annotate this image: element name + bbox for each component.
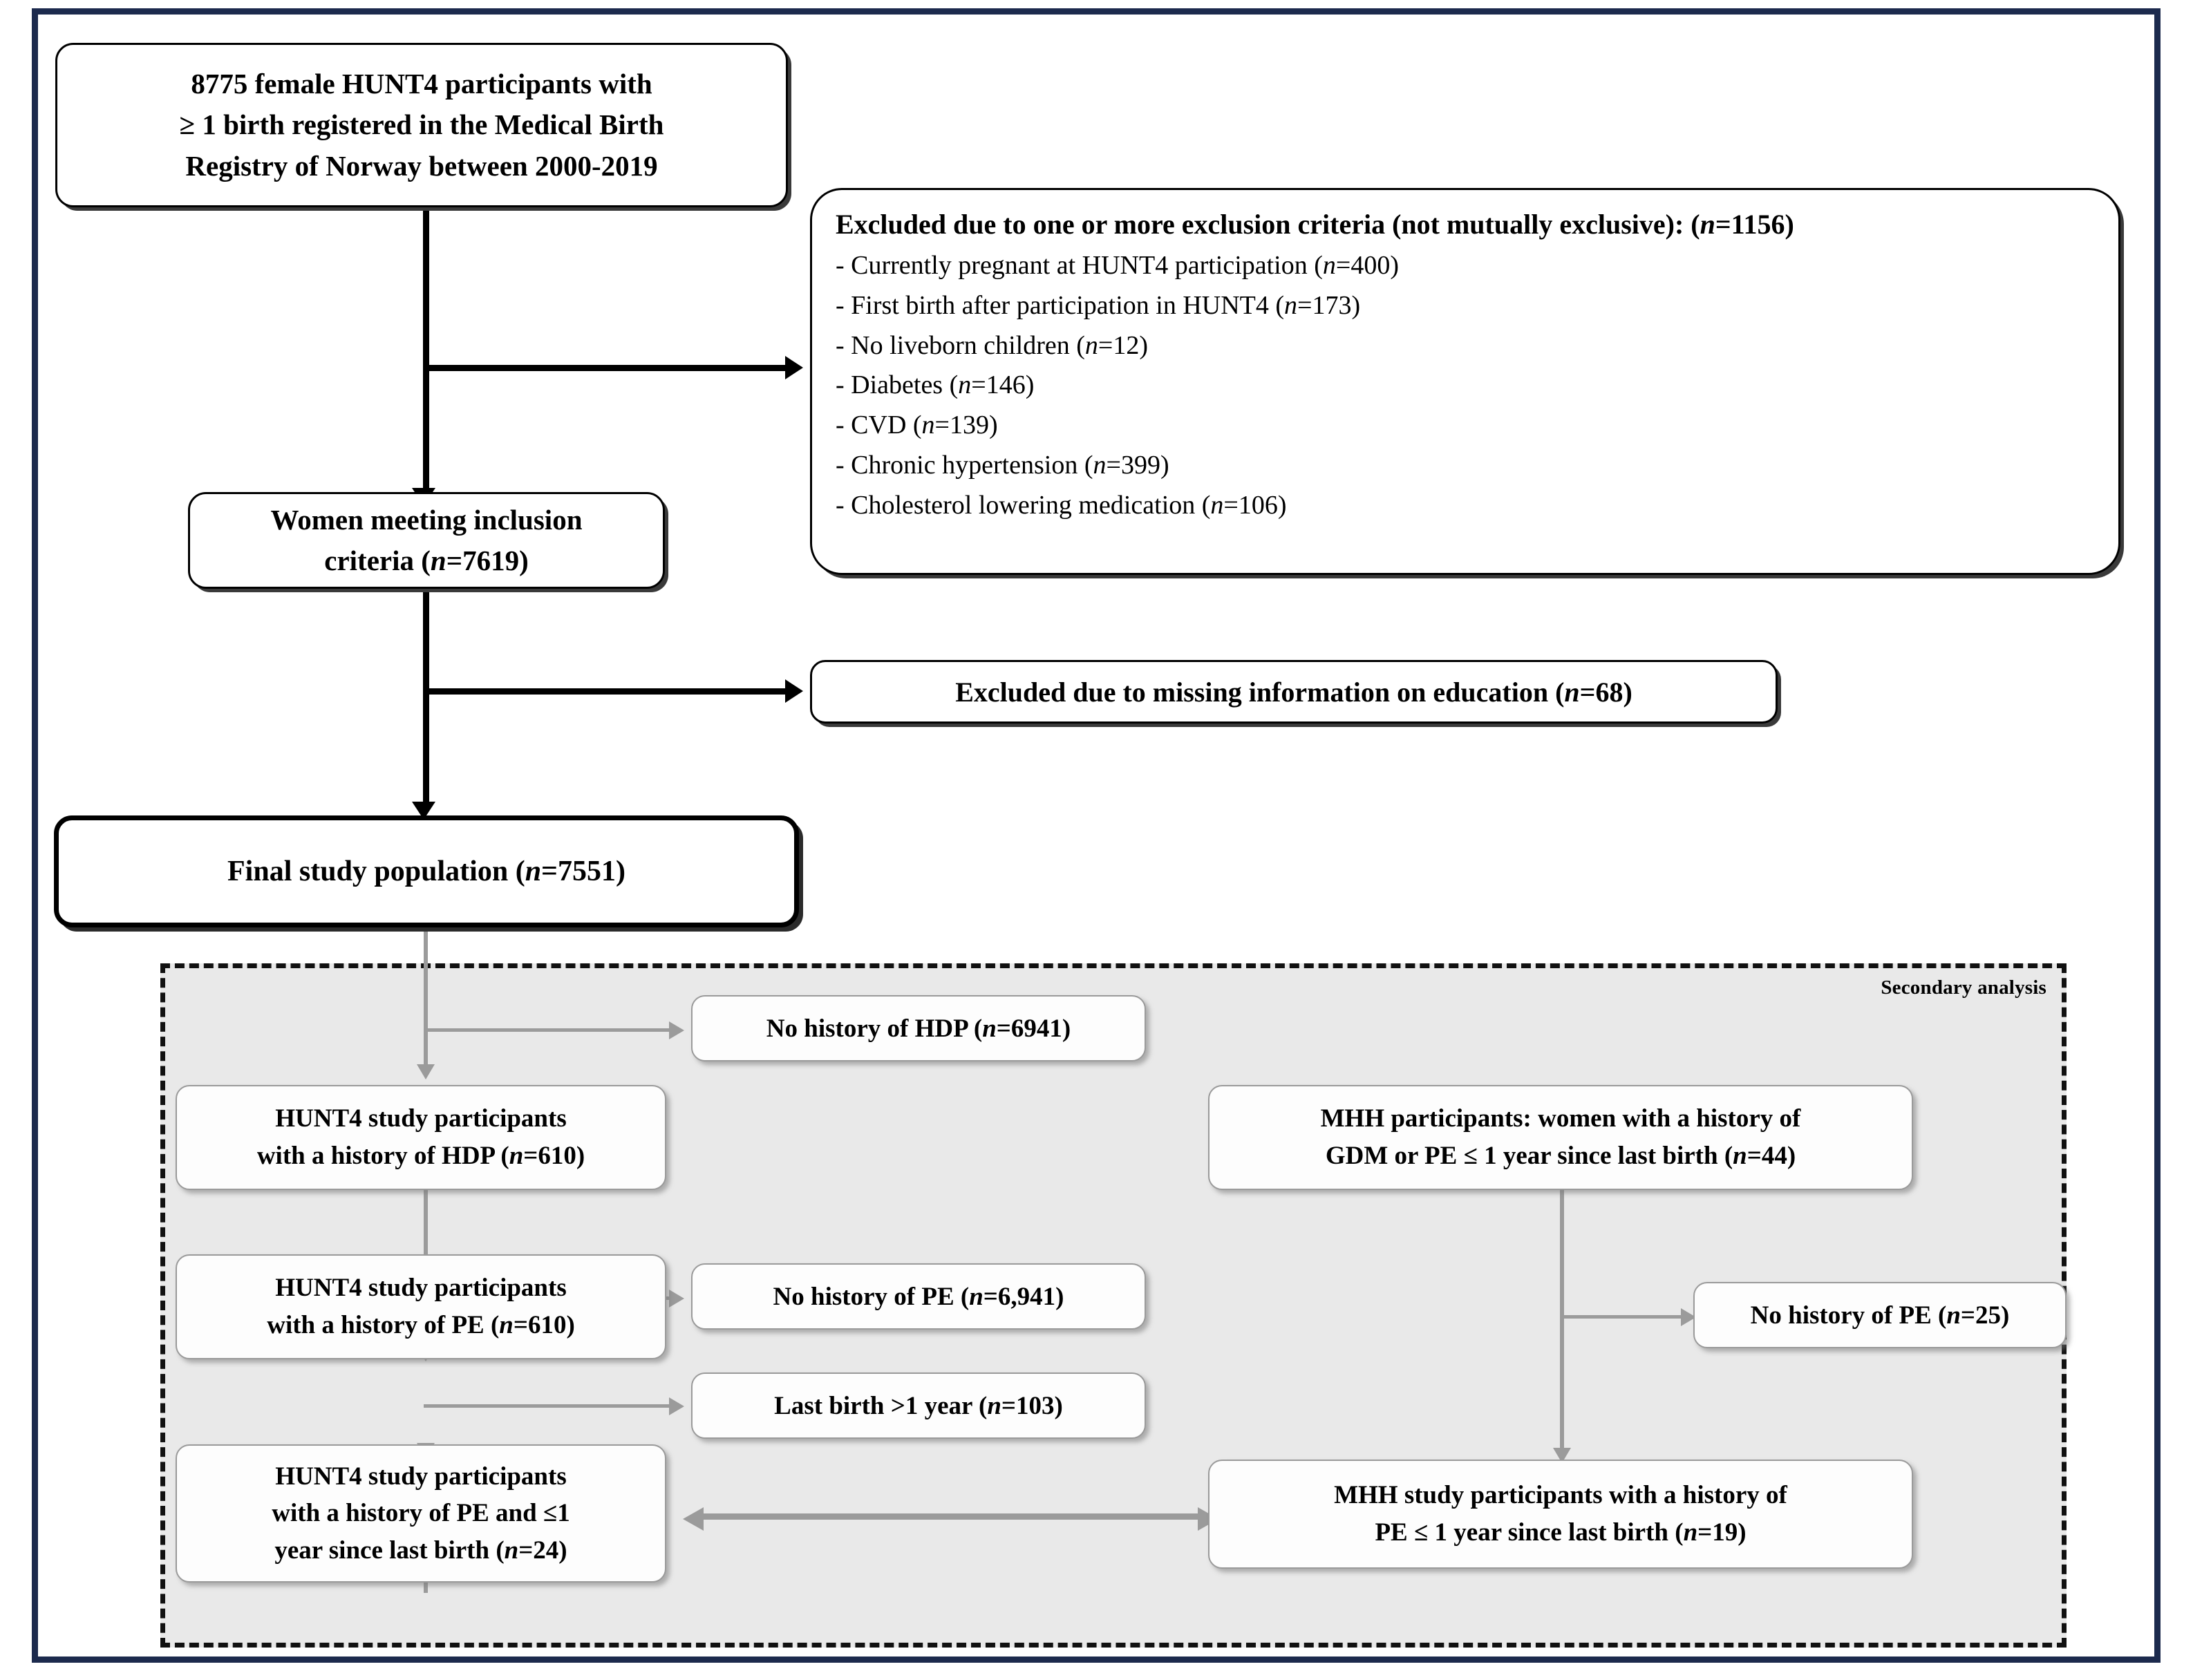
box-inclusion-criteria[interactable]: Women meeting inclusion criteria (n=7619…	[188, 492, 665, 589]
arrowhead-comparison-left	[683, 1507, 704, 1531]
last-birth-label: Last birth >1 year (n=103)	[774, 1391, 1063, 1420]
box-no-history-pe[interactable]: No history of PE (n=6,941)	[691, 1263, 1146, 1330]
arrowhead-to-mhh-no-history-pe	[1681, 1308, 1696, 1326]
source-population-line-3: Registry of Norway between 2000-2019	[185, 149, 658, 182]
mhh-study-line-2: PE ≤ 1 year since last birth (n=19)	[1375, 1518, 1747, 1547]
box-no-history-hdp[interactable]: No history of HDP (n=6941)	[691, 995, 1146, 1061]
connector-to-mhh-no-history-pe	[1560, 1315, 1691, 1319]
hunt4-pe-line-2: with a history of PE (n=610)	[267, 1311, 575, 1339]
exclusion-item: - Cholesterol lowering medication (n=106…	[836, 490, 1287, 520]
arrowhead-to-hdp	[417, 1064, 435, 1079]
arrowhead-to-exclusion-box	[785, 356, 803, 379]
connector-to-no-history-hdp	[424, 1028, 679, 1032]
source-population-line-2: ≥ 1 birth registered in the Medical Birt…	[179, 108, 664, 141]
box-mhh-study-participants[interactable]: MHH study participants with a history of…	[1208, 1460, 1913, 1569]
no-history-pe-label: No history of PE (n=6,941)	[773, 1282, 1064, 1311]
exclusion-title: Excluded due to one or more exclusion cr…	[836, 209, 1794, 240]
connector-comparison-bidirectional	[698, 1513, 1206, 1520]
hunt4-hdp-line-2: with a history of HDP (n=610)	[256, 1142, 585, 1170]
mhh-study-line-1: MHH study participants with a history of	[1334, 1481, 1787, 1510]
box-education-exclusion[interactable]: Excluded due to missing information on e…	[810, 660, 1778, 724]
mhh-no-history-pe-label: No history of PE (n=25)	[1750, 1301, 2010, 1330]
arrowhead-to-mhh-study	[1553, 1448, 1571, 1463]
mhh-participants-line-1: MHH participants: women with a history o…	[1320, 1104, 1801, 1133]
connector-to-education-exclusion	[423, 688, 789, 695]
hunt4-pe-line-1: HUNT4 study participants	[275, 1274, 567, 1303]
box-hunt4-history-hdp[interactable]: HUNT4 study participants with a history …	[176, 1085, 666, 1190]
no-history-hdp-label: No history of HDP (n=6941)	[766, 1014, 1071, 1043]
hunt4-pe-1year-line-3: year since last birth (n=24)	[274, 1536, 567, 1565]
box-last-birth-over-1-year[interactable]: Last birth >1 year (n=103)	[691, 1372, 1146, 1439]
connector-inclusion-to-final	[423, 584, 429, 805]
education-exclusion-label: Excluded due to missing information on e…	[955, 676, 1632, 708]
box-mhh-no-history-pe[interactable]: No history of PE (n=25)	[1693, 1282, 2067, 1348]
box-hunt4-pe-within-1-year[interactable]: HUNT4 study participants with a history …	[176, 1444, 666, 1583]
connector-to-last-birth	[424, 1404, 679, 1408]
arrowhead-to-no-history-hdp	[669, 1021, 684, 1039]
exclusion-item: - CVD (n=139)	[836, 410, 998, 440]
exclusion-item: - No liveborn children (n=12)	[836, 330, 1148, 360]
hunt4-pe-1year-line-2: with a history of PE and ≤1	[272, 1499, 570, 1528]
exclusion-item: - Chronic hypertension (n=399)	[836, 450, 1169, 480]
box-exclusion-criteria[interactable]: Excluded due to one or more exclusion cr…	[810, 188, 2120, 575]
connector-to-exclusion-box	[423, 365, 789, 371]
box-hunt4-history-pe[interactable]: HUNT4 study participants with a history …	[176, 1254, 666, 1359]
inclusion-criteria-line-2: criteria (n=7619)	[324, 545, 529, 576]
arrowhead-to-education-exclusion	[785, 679, 803, 703]
exclusion-item: - First birth after participation in HUN…	[836, 290, 1361, 320]
connector-mhh-to-mhh-study	[1560, 1189, 1564, 1458]
hunt4-hdp-line-1: HUNT4 study participants	[275, 1104, 567, 1133]
arrowhead-to-no-history-pe	[669, 1290, 684, 1308]
mhh-participants-line-2: GDM or PE ≤ 1 year since last birth (n=4…	[1325, 1142, 1796, 1170]
inclusion-criteria-line-1: Women meeting inclusion	[270, 503, 583, 536]
box-final-population[interactable]: Final study population (n=7551)	[54, 815, 799, 927]
exclusion-item: - Diabetes (n=146)	[836, 370, 1035, 400]
box-source-population[interactable]: 8775 female HUNT4 participants with ≥ 1 …	[55, 43, 788, 207]
source-population-line-1: 8775 female HUNT4 participants with	[191, 67, 652, 100]
box-mhh-participants[interactable]: MHH participants: women with a history o…	[1208, 1085, 1913, 1190]
secondary-analysis-label: Secondary analysis	[1881, 976, 2046, 999]
hunt4-pe-1year-line-1: HUNT4 study participants	[275, 1462, 567, 1491]
final-population-label: Final study population (n=7551)	[227, 856, 625, 887]
connector-final-to-hdp	[424, 926, 428, 1073]
arrowhead-to-last-birth	[669, 1397, 684, 1415]
connector-source-to-inclusion	[423, 207, 429, 492]
exclusion-item: - Currently pregnant at HUNT4 participat…	[836, 251, 1399, 281]
